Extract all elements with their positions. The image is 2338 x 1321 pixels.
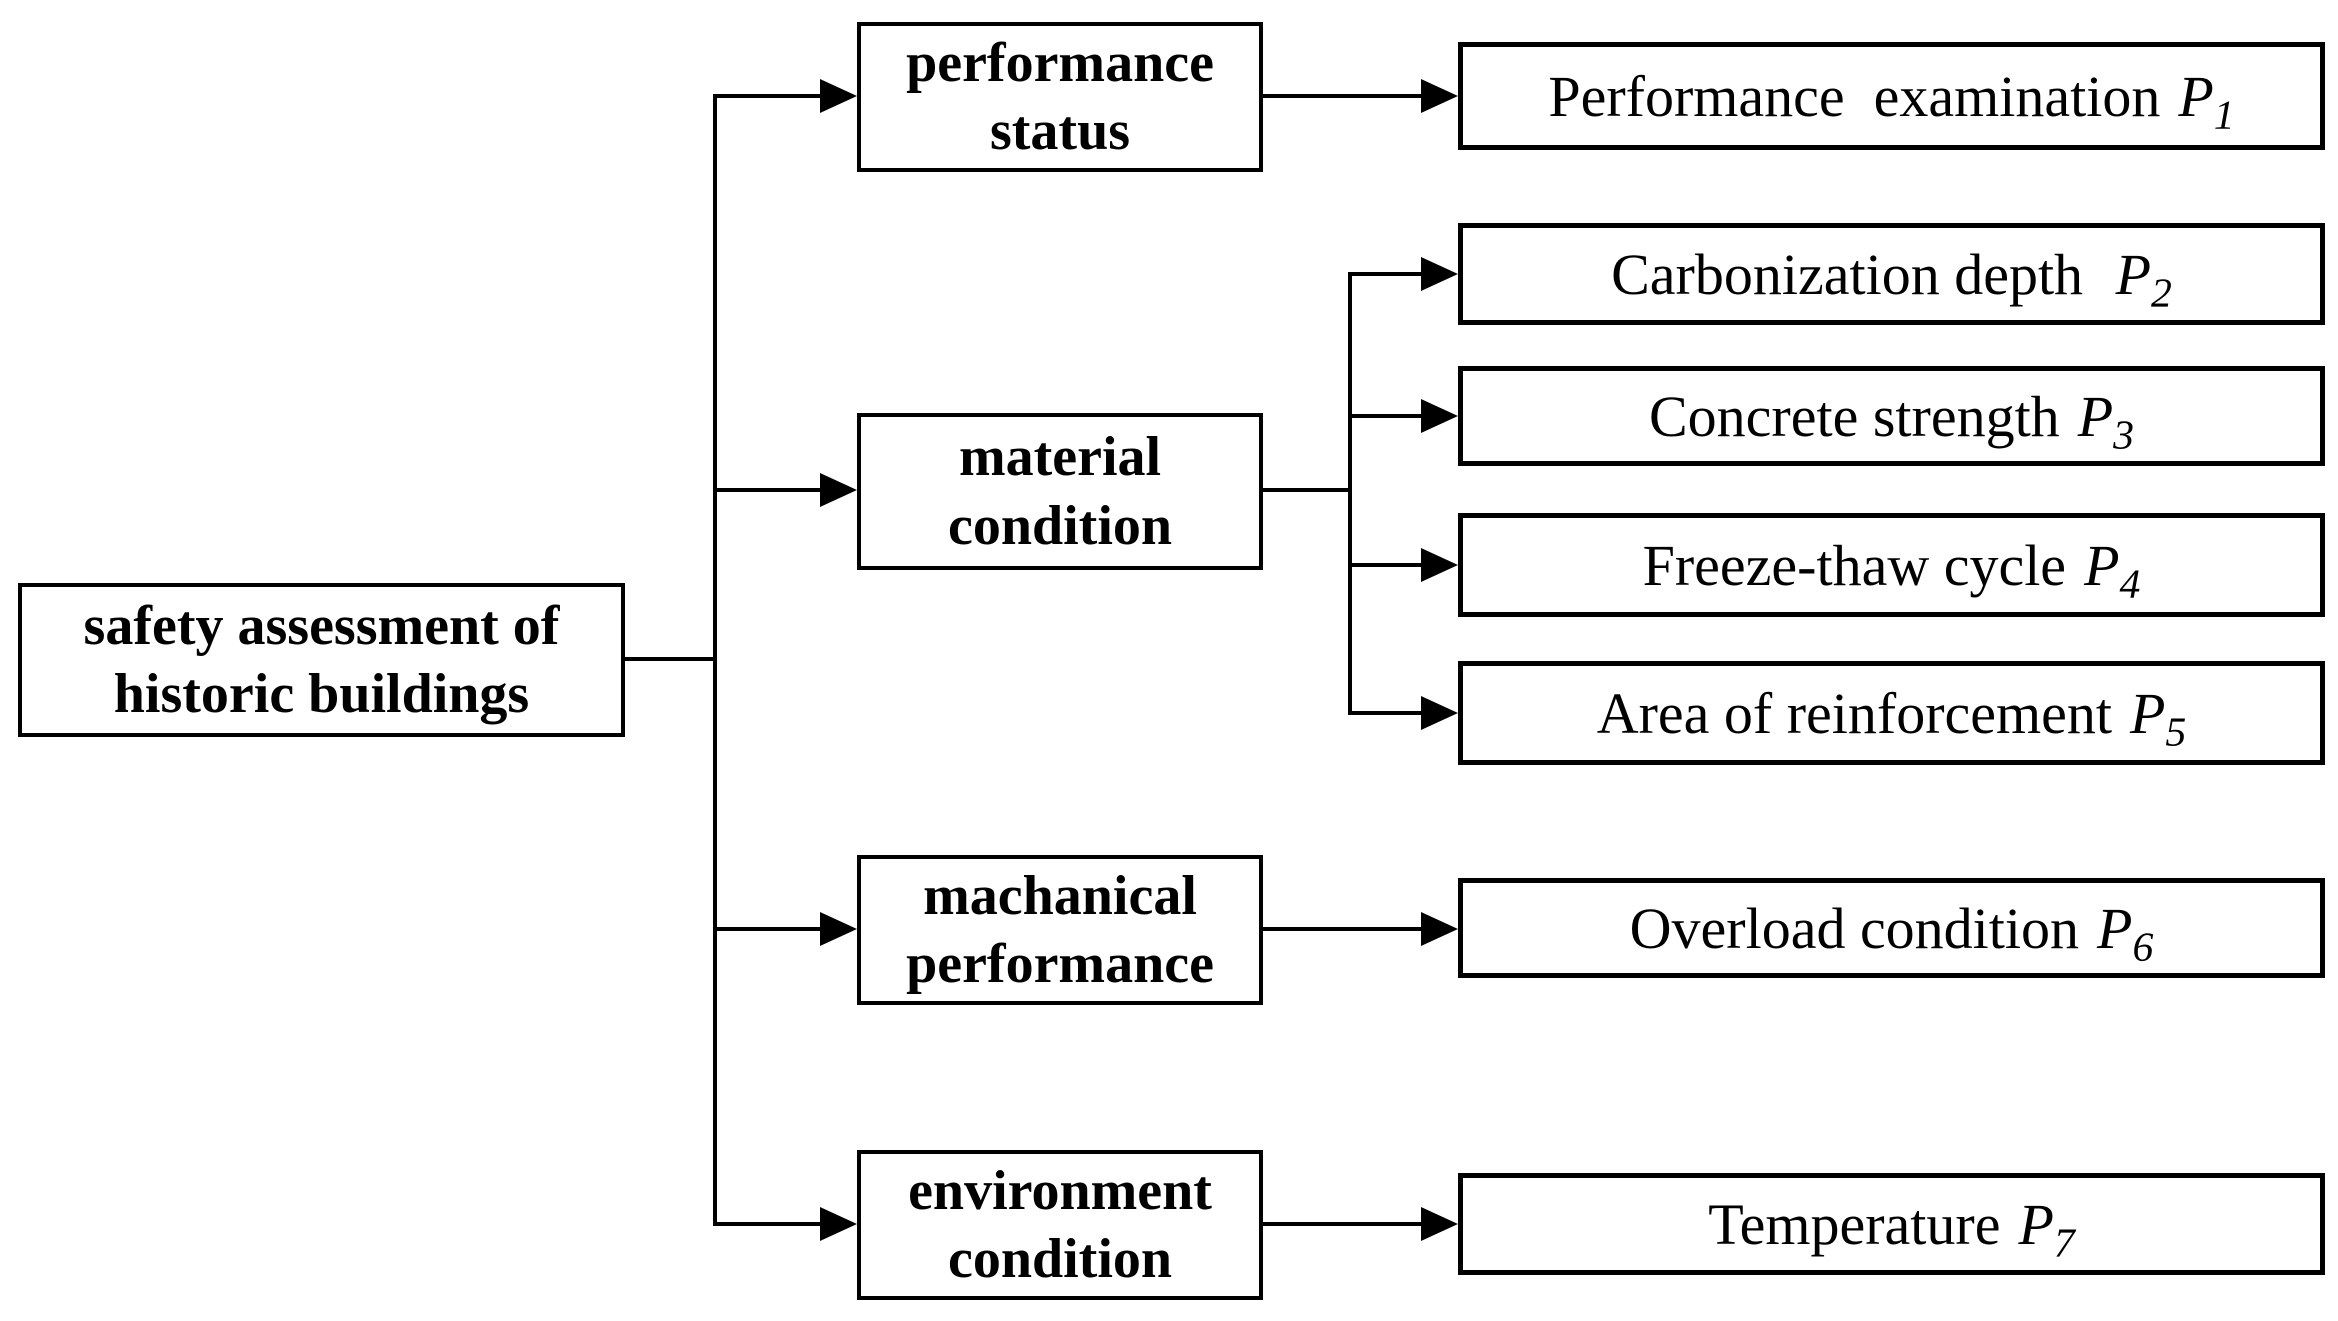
node-area-of-reinforcement-p5: Area of reinforcement P5 <box>1458 661 2325 765</box>
arrowhead-p2 <box>1421 257 1458 291</box>
node-machanical-performance: machanical performance <box>857 855 1263 1005</box>
node-root-safety-assessment: safety assessment of historic buildings <box>18 583 625 737</box>
p1-symbol: P1 <box>2178 63 2235 139</box>
node-performance-status: performance status <box>857 22 1263 172</box>
p6-symbol: P6 <box>2097 895 2154 971</box>
node-carbonization-depth-p2: Carbonization depth P2 <box>1458 223 2325 325</box>
performance-status-line2: status <box>989 100 1131 162</box>
node-temperature-p7: Temperature P7 <box>1458 1173 2325 1275</box>
p7-symbol: P7 <box>2018 1191 2075 1267</box>
root-label-line2: historic buildings <box>113 663 530 725</box>
connector-branch-p3 <box>1348 414 1430 418</box>
p4-label: Freeze-thaw cycle <box>1642 532 2067 598</box>
machanical-performance-line1: machanical <box>923 864 1197 927</box>
connector-branch-p4 <box>1348 563 1430 567</box>
connector-environment-to-p7 <box>1259 1222 1427 1226</box>
connector-branch-material-condition <box>713 488 825 492</box>
material-condition-line1: material <box>958 426 1162 489</box>
p2-symbol: P2 <box>2115 241 2172 317</box>
arrowhead-performance-status <box>820 79 857 113</box>
connector-branch-performance-status <box>713 94 825 98</box>
performance-status-line1: performance <box>906 31 1214 94</box>
node-environment-condition: environment condition <box>857 1150 1263 1300</box>
p5-symbol: P5 <box>2129 680 2187 756</box>
environment-condition-line1: environment <box>908 1159 1212 1222</box>
connector-branch-p5 <box>1348 711 1430 715</box>
machanical-performance-line2: performance <box>906 933 1214 995</box>
connector-performance-to-p1 <box>1259 94 1427 98</box>
node-performance-examination-p1: Performance examination P1 <box>1458 42 2325 150</box>
connector-machanical-to-p6 <box>1259 927 1427 931</box>
arrowhead-material-condition <box>820 473 857 507</box>
p6-label: Overload condition <box>1629 895 2080 961</box>
connector-material-out <box>1259 488 1352 492</box>
p1-label: Performance examination <box>1548 63 2161 129</box>
arrowhead-p5 <box>1421 696 1458 730</box>
p3-symbol: P3 <box>2077 383 2134 459</box>
arrowhead-environment-condition <box>820 1207 857 1241</box>
arrowhead-p3 <box>1421 399 1458 433</box>
p5-label: Area of reinforcement <box>1596 680 2112 746</box>
arrowhead-p4 <box>1421 548 1458 582</box>
p4-symbol: P4 <box>2084 532 2141 608</box>
p7-label: Temperature <box>1708 1191 2001 1257</box>
node-material-condition: material condition <box>857 413 1263 570</box>
root-label-line1: safety assessment of <box>83 594 560 657</box>
p2-label: Carbonization depth <box>1611 241 2098 307</box>
environment-condition-line2: condition <box>947 1228 1173 1290</box>
arrowhead-p1 <box>1421 79 1458 113</box>
connector-branch-p2 <box>1348 272 1430 276</box>
connector-branch-environment-condition <box>713 1222 825 1226</box>
node-freeze-thaw-cycle-p4: Freeze-thaw cycle P4 <box>1458 513 2325 617</box>
arrowhead-machanical-performance <box>820 912 857 946</box>
arrowhead-p6 <box>1421 912 1458 946</box>
connector-root-out <box>621 657 717 661</box>
arrowhead-p7 <box>1421 1207 1458 1241</box>
node-overload-condition-p6: Overload condition P6 <box>1458 878 2325 978</box>
p3-label: Concrete strength <box>1648 383 2060 449</box>
material-condition-line2: condition <box>947 494 1173 557</box>
connector-trunk-level1 <box>713 94 717 1226</box>
connector-branch-machanical-performance <box>713 927 825 931</box>
connector-trunk-level2 <box>1348 272 1352 715</box>
node-concrete-strength-p3: Concrete strength P3 <box>1458 366 2325 466</box>
